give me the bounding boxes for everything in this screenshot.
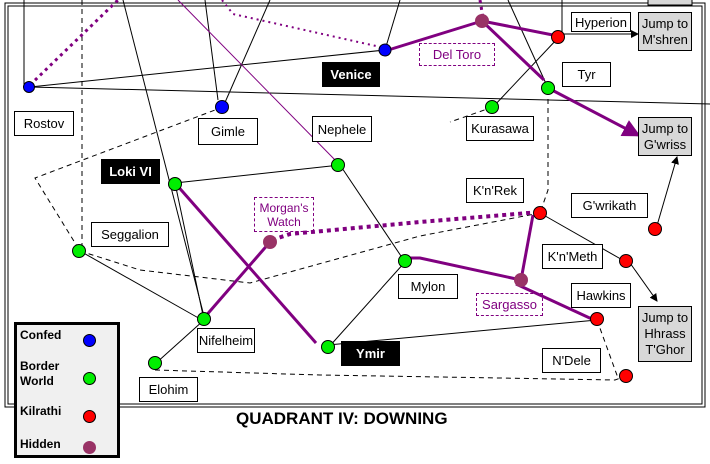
jump-mshren[interactable]: Jump to M'shren [638,12,692,51]
lane [507,0,549,89]
dashed-lanes [34,0,627,381]
lane [29,86,710,105]
route [480,19,546,82]
arrow-hhrass [629,262,658,302]
label-ymir: Ymir [341,341,400,366]
lane [222,0,271,108]
lane [204,0,219,101]
hidden-lane [177,0,339,164]
route [173,182,318,344]
node-hawkins[interactable] [590,312,604,326]
lane [29,49,386,88]
node-morganswatch[interactable] [263,235,277,249]
node-kurasawa[interactable] [485,100,499,114]
lane [174,164,341,184]
dotted-route [28,0,120,87]
map-title: QUADRANT IV: DOWNING [236,409,448,428]
label-tyr: Tyr [562,62,611,87]
jump-lanes [23,0,710,365]
label-gimle: Gimle [198,118,258,145]
hidden-dot-icon [83,441,96,454]
node-ndele[interactable] [619,369,633,383]
node-seggalion[interactable] [72,244,86,258]
lane [539,212,627,263]
label-mylon: Mylon [398,274,458,299]
lane [339,164,406,263]
lane [79,250,203,321]
node-nifelheim[interactable] [197,312,211,326]
lane [174,182,205,321]
node-mylon[interactable] [398,254,412,268]
label-hyperion: Hyperion [571,12,631,32]
label-seggalion: Seggalion [91,222,169,247]
node-venice[interactable] [378,43,392,57]
lane [122,0,206,321]
jump-hhrass[interactable]: Jump to Hhrass T'Ghor [638,306,692,362]
route [549,87,641,137]
confed-dot-icon [83,334,96,347]
legend-label-kilrathi: Kilrathi [20,404,62,418]
map-frame [4,0,706,408]
node-nephele[interactable] [331,158,345,172]
lane [327,319,598,346]
node-knrek[interactable] [533,206,547,220]
label-knrek: K'n'Rek [466,178,524,203]
label-sargasso: Sargasso [476,293,543,316]
kilrathi-dot-icon [83,410,96,423]
dashed-lane [449,106,494,123]
label-nephele: Nephele [312,116,372,142]
system-nodes [23,14,662,383]
label-hawkins: Hawkins [571,283,631,308]
label-kurasawa: Kurasawa [466,116,534,141]
node-sargasso[interactable] [514,273,528,287]
hidden-routes [173,19,641,344]
dashed-lane [79,212,541,284]
route [202,241,272,319]
node-deltoro[interactable] [475,14,489,28]
label-deltoro: Del Toro [419,43,495,66]
label-gwrikath: G'wrikath [571,193,648,218]
dashed-lane [34,106,224,252]
node-elohim[interactable] [148,356,162,370]
route [384,19,483,53]
node-ymir[interactable] [321,340,335,354]
legend-label-confed: Confed [20,328,62,342]
label-venice: Venice [322,62,380,87]
lane [384,0,401,51]
node-lokivi[interactable] [168,177,182,191]
label-elohim: Elohim [139,377,198,402]
lane [154,319,205,365]
arrow-gwriss [655,156,679,230]
route [481,19,559,38]
label-rostov: Rostov [14,111,74,136]
route [519,214,535,281]
node-gimle[interactable] [215,100,229,114]
legend-label-hidden: Hidden [20,437,61,451]
border-world-dot-icon [83,372,96,385]
node-gwrikath[interactable] [648,222,662,236]
dotted-route [271,210,541,242]
dashed-lane [596,319,619,379]
legend: Confed Border World Kilrathi Hidden [14,322,120,458]
lane [327,261,406,349]
lane [492,37,559,108]
label-lokivi: Loki VI [101,159,160,184]
dotted-route [221,0,386,49]
route [515,282,595,322]
dashed-lane [539,90,549,214]
label-ndele: N'Dele [542,348,601,373]
legend-label-border-world: Border World [20,359,60,388]
node-tyr[interactable] [541,81,555,95]
label-morganswatch: Morgan's Watch [254,197,314,232]
label-nifelheim: Nifelheim [197,328,255,353]
node-knmeth[interactable] [619,254,633,268]
dashed-lane [154,369,627,381]
label-knmeth: K'n'Meth [542,244,603,269]
node-rostov[interactable] [23,81,35,93]
jump-gwriss[interactable]: Jump to G'wriss [638,117,692,156]
node-hyperion[interactable] [551,30,565,44]
